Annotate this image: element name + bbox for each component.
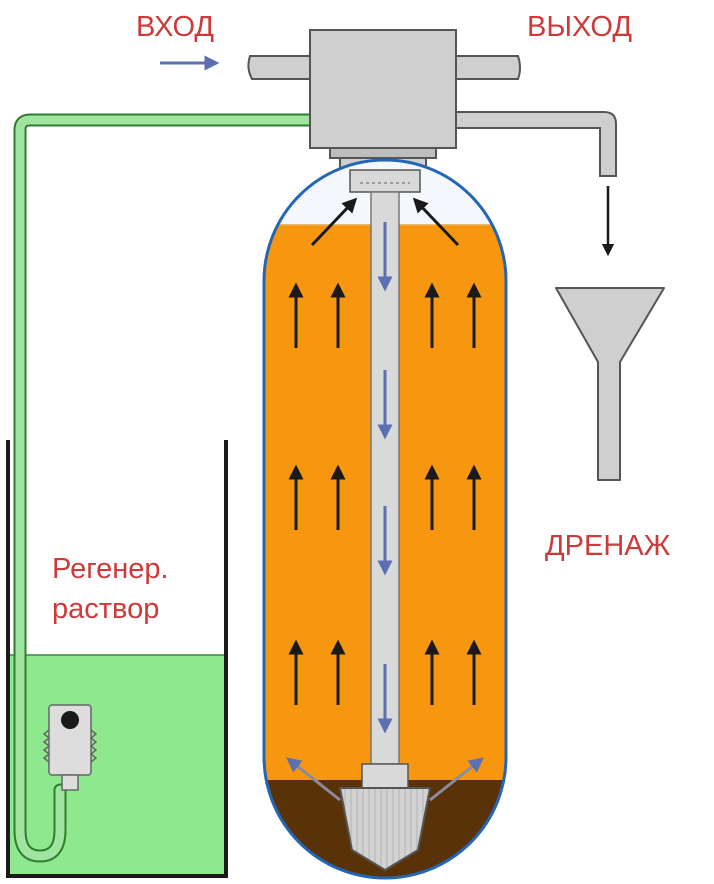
drain-funnel <box>555 287 665 481</box>
brine-tank <box>6 440 228 878</box>
drain-label: ДРЕНАЖ <box>545 530 671 562</box>
vessel-outline <box>262 158 508 880</box>
brine-intake-valve-icon <box>42 704 98 791</box>
solution-label-line2: раствор <box>52 593 159 625</box>
control-valve-head <box>309 29 457 171</box>
inlet-pipe <box>247 55 311 80</box>
distributor-flow-arrows <box>286 757 484 802</box>
arrow-diagonal-icon <box>412 197 460 247</box>
inlet-label: ВХОД <box>136 11 214 43</box>
brine-tank-wall <box>6 440 228 878</box>
arrow-diagonal-icon <box>310 197 358 247</box>
outlet-label: ВЫХОД <box>527 11 632 43</box>
upflow-arrows <box>288 197 482 705</box>
outlet-pipe <box>455 55 521 80</box>
brine-liquid <box>10 655 224 874</box>
solution-label-line1: Регенер. <box>52 553 169 585</box>
bottom-distributor-icon <box>338 787 432 872</box>
brine-tube <box>13 113 317 863</box>
drain-pipe <box>455 111 617 177</box>
